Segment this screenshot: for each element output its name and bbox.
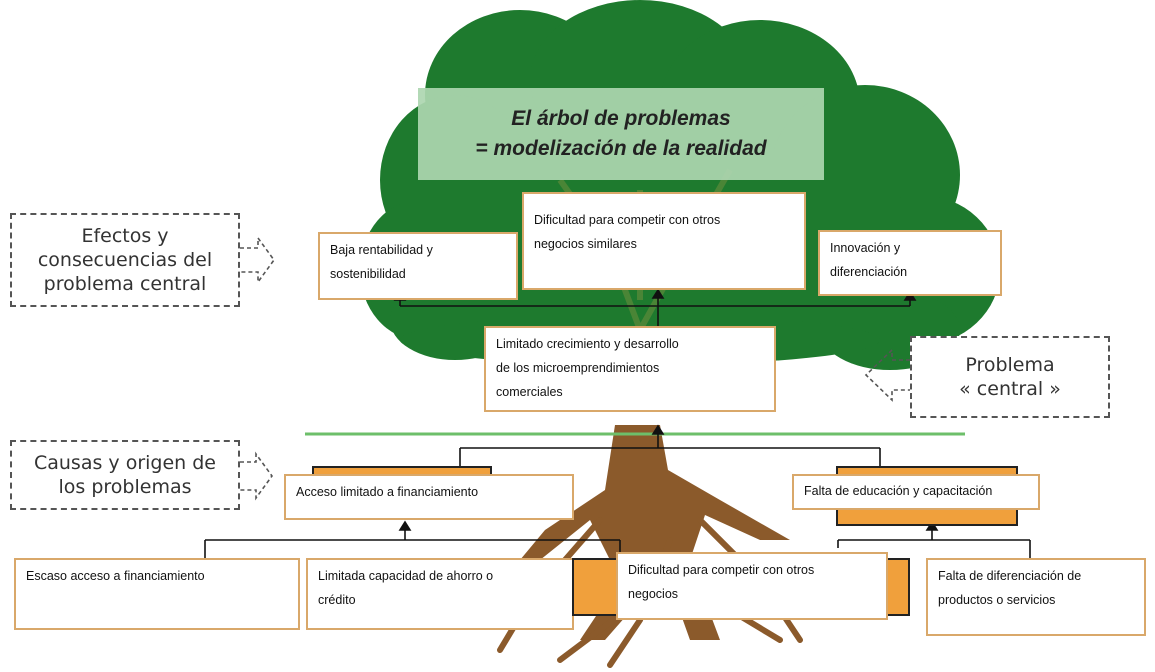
subcause-box-2: Limitada capacidad de ahorro o crédito (306, 558, 574, 630)
subcause-orange-tab-right (884, 558, 910, 616)
causes-connector (459, 424, 881, 466)
causes-label: Causas y origen de los problemas (10, 440, 240, 510)
subcause-box-4: Falta de diferenciación de productos o s… (926, 558, 1146, 636)
tree-trunk (495, 425, 790, 640)
effect-box-left: Baja rentabilidad y sostenibilidad (318, 232, 518, 300)
effects-label: Efectos y consecuencias del problema cen… (10, 213, 240, 307)
tree-canopy (360, 0, 1000, 370)
subcauses-left-connector (204, 520, 621, 558)
subcause-orange-tab (572, 558, 618, 616)
title-line-2: = modelización de la realidad (475, 137, 767, 160)
dashed-pointers (240, 235, 910, 501)
effect-box-right: Innovación y diferenciación (818, 230, 1002, 296)
cause-box-right: Falta de educación y capacitación (792, 474, 1040, 510)
diagram-title: El árbol de problemas = modelización de … (418, 88, 824, 180)
cause-box-left: Acceso limitado a financiamiento (284, 474, 574, 520)
central-problem-label: Problema « central » (910, 336, 1110, 418)
central-problem-box: Limitado crecimiento y desarrollo de los… (484, 326, 776, 412)
title-line-1: El árbol de problemas (511, 107, 731, 130)
subcauses-right-connector (837, 520, 1031, 558)
effect-box-middle: Dificultad para competir con otros negoc… (522, 192, 806, 290)
subcause-box-1: Escaso acceso a financiamiento (14, 558, 300, 630)
subcause-box-3: Dificultad para competir con otros negoc… (616, 552, 888, 620)
